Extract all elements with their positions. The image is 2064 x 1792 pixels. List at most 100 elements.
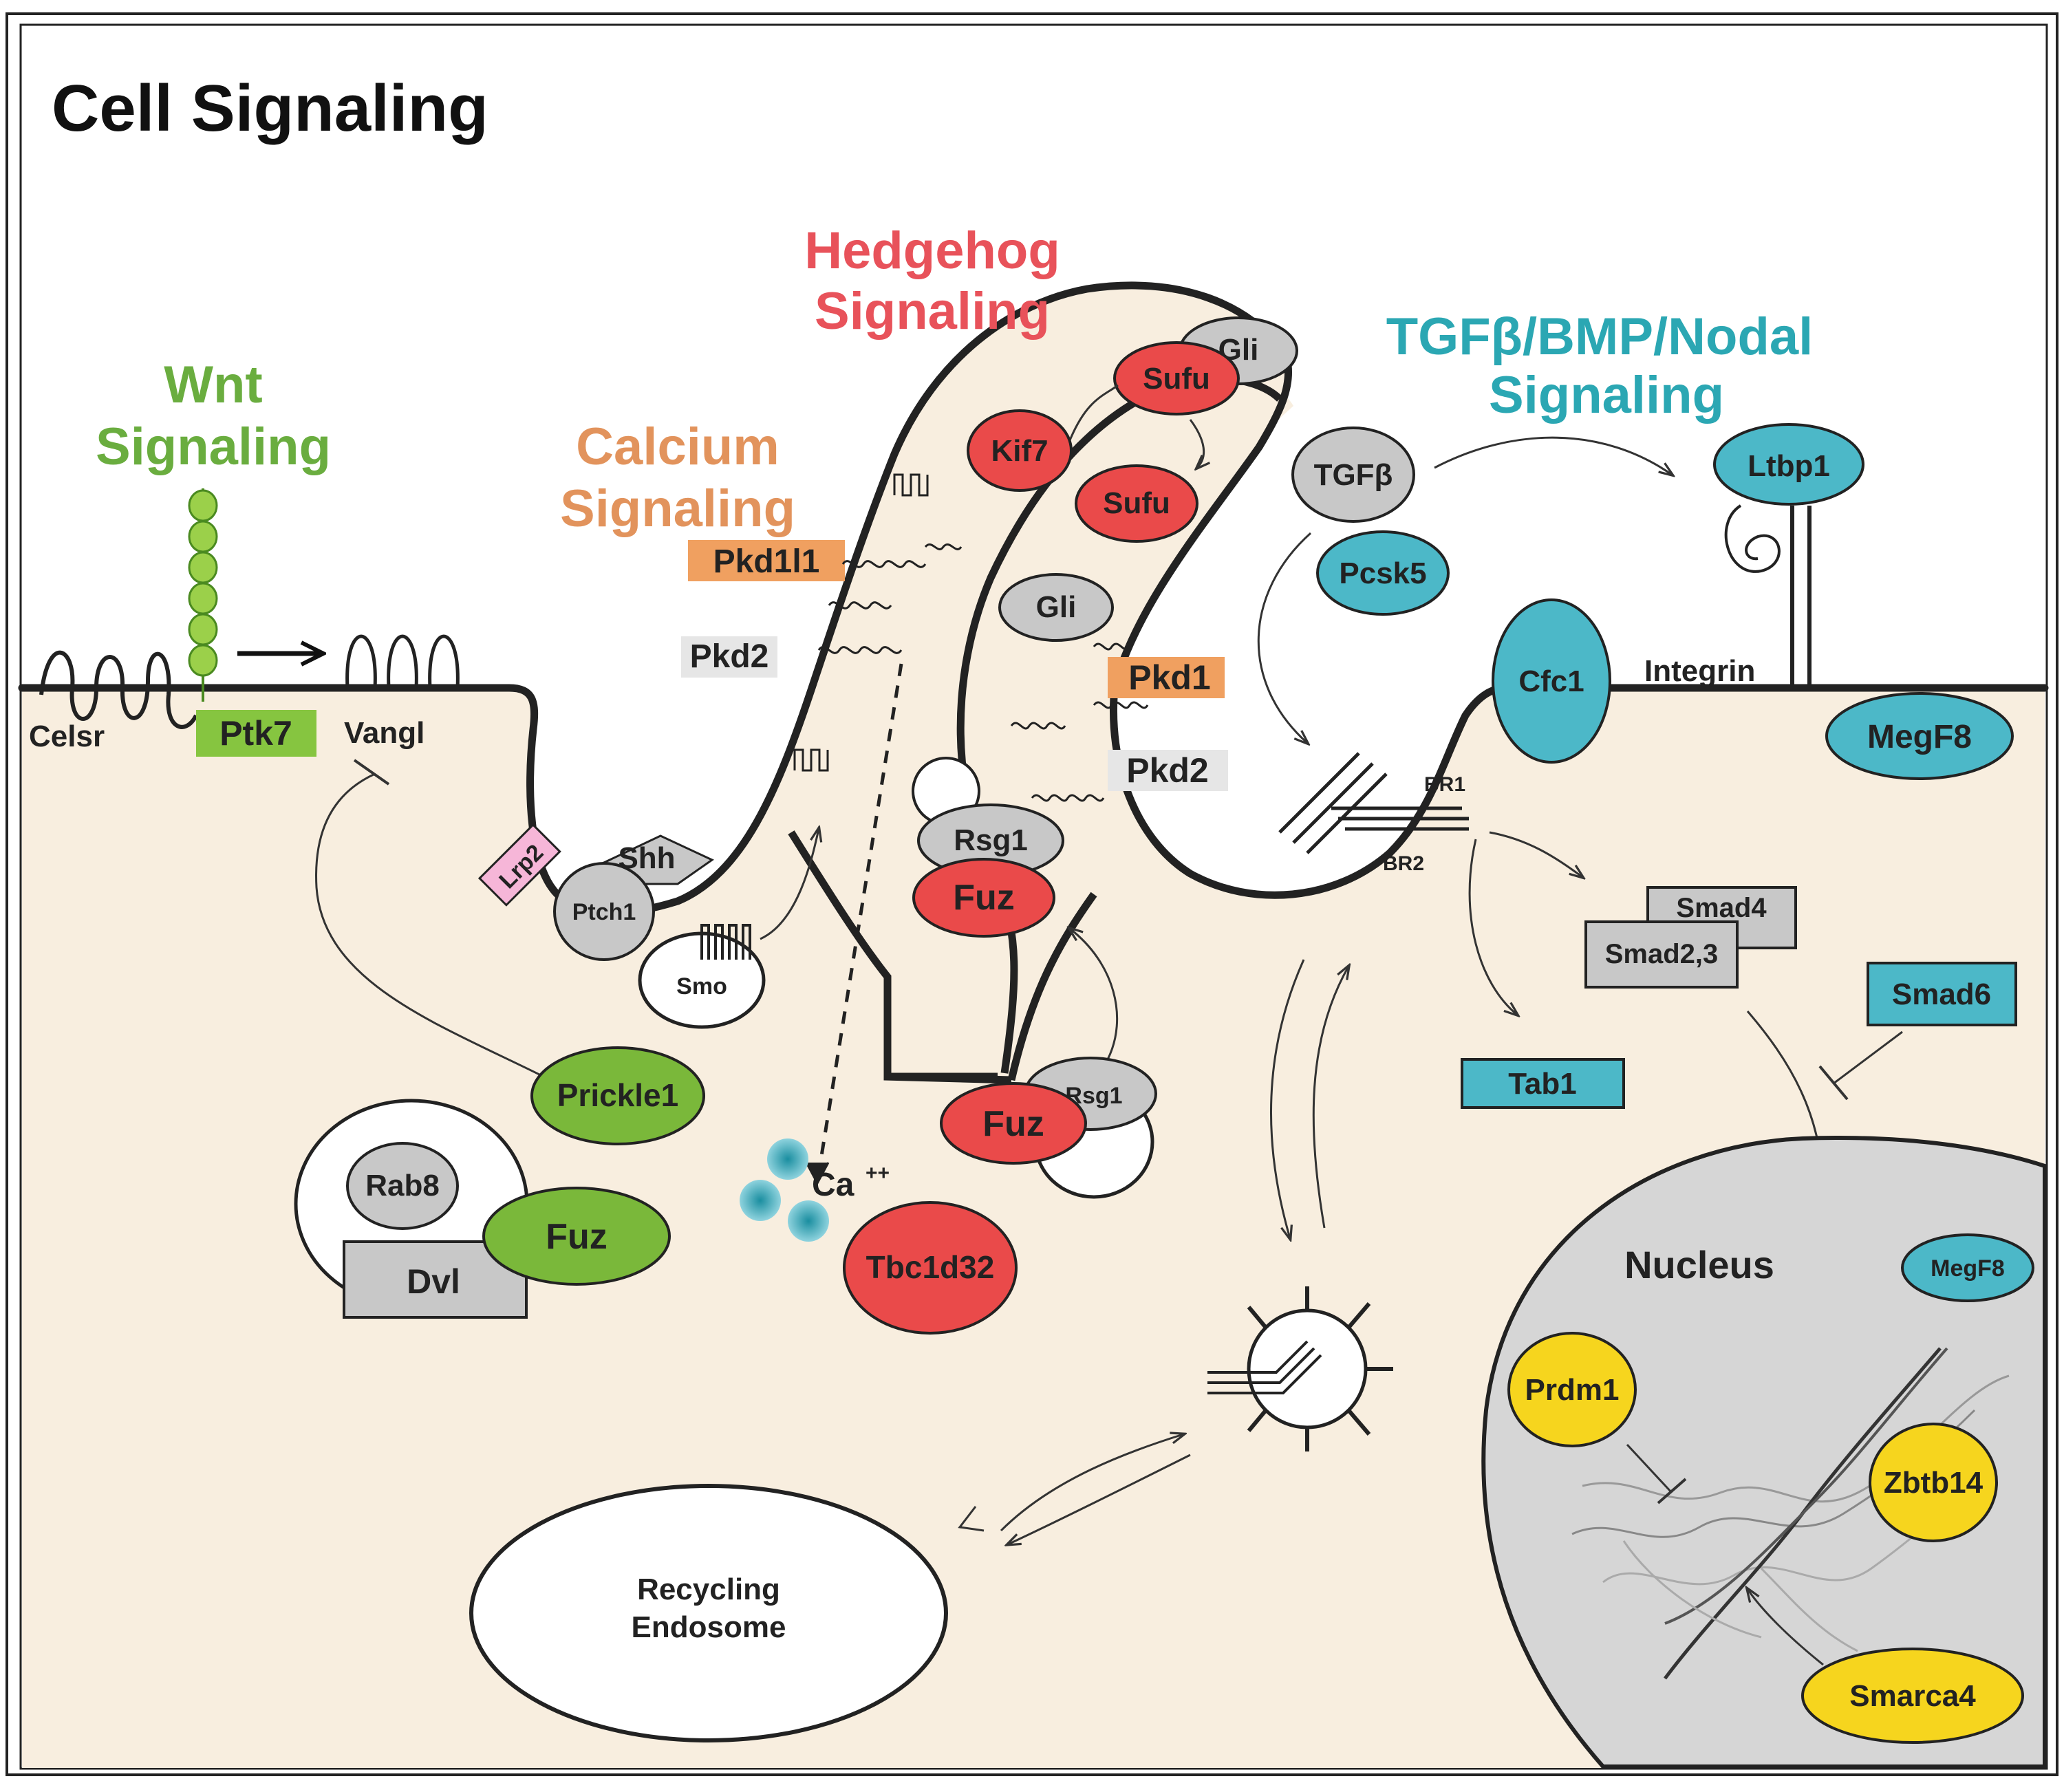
dvl-label: Dvl: [407, 1262, 460, 1301]
pkd1-label: Pkd1: [1128, 658, 1211, 697]
vangl-receptor: [345, 634, 460, 689]
ptch1-label: Ptch1: [572, 899, 636, 925]
integrin-label: Integrin: [1644, 654, 1755, 688]
prdm1-label: Prdm1: [1525, 1373, 1620, 1407]
wnt-title-line2: Signaling: [96, 418, 331, 476]
ltbp1-coil: [1724, 504, 1781, 573]
rab8-label: Rab8: [365, 1169, 440, 1202]
zbtb14-label: Zbtb14: [1884, 1466, 1984, 1500]
recycling-endosome: [469, 1484, 948, 1742]
ptk7-box: [196, 710, 316, 757]
ltbp1-label: Ltbp1: [1748, 449, 1830, 483]
recycling-endosome-line1: Recycling: [637, 1573, 780, 1606]
sufu-mid-node: [1075, 464, 1198, 543]
prdm1-inhibitor-bar: [1657, 1478, 1687, 1504]
recycling-arrow-from-endosome: [1008, 1454, 1191, 1544]
smo-to-cilium-arrow: [760, 829, 819, 940]
tbc1d32-node: [843, 1201, 1018, 1335]
fuz-wnt-node: [482, 1187, 671, 1286]
tgfb-to-ltbp1-arrow: [1434, 436, 1672, 475]
recycling-endosome-line2: Endosome: [632, 1610, 786, 1644]
nucleus: [1481, 1136, 2047, 1769]
recycling-arrowhead-left: [958, 1506, 985, 1532]
fuz-transport-arrow: [1070, 929, 1119, 1060]
fuz-bottom-label: Fuz: [982, 1104, 1044, 1144]
tbc1d32-label: Tbc1d32: [866, 1249, 995, 1285]
tgfb-to-receptor-arrow: [1257, 532, 1312, 743]
prickle1-node: [530, 1046, 705, 1145]
calcium-label: Ca: [812, 1167, 854, 1203]
smo-receptor: [700, 924, 751, 960]
smad4-label: Smad4: [1676, 893, 1767, 923]
pkd2-right-label: Pkd2: [1126, 751, 1209, 790]
receptor-endosome: [1207, 1286, 1393, 1451]
tgfb-label: TGFβ: [1314, 458, 1393, 492]
receptor-to-tab1-arrow: [1468, 839, 1517, 1015]
smad6-inhibition-line: [1833, 1030, 1903, 1085]
calcium-release-arrow: [817, 663, 903, 1174]
br2-label: BR2: [1383, 852, 1424, 875]
sufu-top-node: [1113, 341, 1240, 415]
gli-mid-label: Gli: [1036, 590, 1077, 624]
ptch1-node: [553, 862, 655, 961]
calcium-title-line2: Signaling: [560, 479, 795, 538]
tgfb-title-line1: TGFβ/BMP/Nodal: [1386, 307, 1814, 366]
inner-frame: [19, 23, 2048, 1770]
recycling-arrow-to-endosome: [1000, 1434, 1183, 1532]
fuz-wnt-label: Fuz: [546, 1217, 608, 1257]
pkd2-left-box: [681, 636, 777, 678]
cilium-right-channels: [1010, 643, 1149, 802]
pkd1l1-label: Pkd1l1: [713, 543, 820, 580]
wnt-ligand-chain: [188, 488, 218, 702]
smad6-box: [1867, 962, 2017, 1026]
kif7-to-sufu-link: [1068, 384, 1119, 441]
lrp2-box: [477, 823, 561, 907]
smarca4-node: [1801, 1648, 2024, 1744]
ptk7-label: Ptk7: [219, 714, 292, 753]
smad6-label: Smad6: [1892, 978, 1991, 1011]
smad23-box: [1584, 920, 1739, 989]
calcium-sup-label: ++: [866, 1162, 890, 1185]
pkd1-box: [1108, 657, 1225, 698]
pcsk5-node: [1316, 530, 1450, 616]
sufu-translocation-arrow: [1189, 419, 1204, 468]
prickle1-label: Prickle1: [557, 1077, 678, 1113]
smo-label: Smo: [676, 973, 727, 1000]
br1-label: BR1: [1424, 773, 1465, 796]
sufu-mid-label: Sufu: [1103, 486, 1170, 520]
calcium-title-line1: Calcium: [576, 418, 780, 476]
prickle1-inhibits-vangl: [315, 773, 544, 1078]
smad23-label: Smad2,3: [1605, 939, 1719, 969]
integrin-stalk: [1790, 506, 1812, 688]
tab1-box: [1461, 1058, 1625, 1109]
ltbp1-node: [1713, 423, 1864, 506]
diagram-title: Cell Signaling: [52, 72, 488, 145]
endocytosis-arrow-up: [1312, 967, 1348, 1229]
megf8-nucleus-label: MegF8: [1931, 1255, 2005, 1282]
vangl-label: Vangl: [344, 716, 424, 750]
axoneme-right: [1007, 892, 1097, 1081]
gli-mid-node: [998, 573, 1114, 642]
tab1-label: Tab1: [1508, 1067, 1576, 1101]
hedgehog-title-line1: Hedgehog: [804, 222, 1060, 280]
megf8-membrane-label: MegF8: [1867, 719, 1972, 755]
rsg1-top-label: Rsg1: [954, 823, 1028, 857]
hedgehog-title-line2: Signaling: [815, 282, 1050, 341]
rab8-node: [346, 1142, 459, 1230]
fuz-top-label: Fuz: [953, 878, 1015, 918]
fuz-top-node: [912, 858, 1055, 938]
wnt-title-line1: Wnt: [164, 356, 262, 414]
prdm1-inhibition-line: [1626, 1443, 1673, 1494]
axoneme-left: [788, 830, 998, 1081]
celsr-receptor: [39, 650, 198, 729]
pkd1l1-box: [688, 540, 845, 581]
pkd2-left-label: Pkd2: [690, 638, 769, 675]
fuz-bottom-node: [940, 1082, 1087, 1165]
calcium-arrowhead: [805, 1162, 830, 1186]
tgfb-node: [1291, 427, 1415, 523]
celsr-label: Celsr: [29, 720, 105, 753]
sufu-top-label: Sufu: [1143, 362, 1210, 396]
smarca4-to-dna-arrow: [1748, 1589, 1824, 1666]
tgfb-title-line2: Signaling: [1489, 366, 1724, 424]
